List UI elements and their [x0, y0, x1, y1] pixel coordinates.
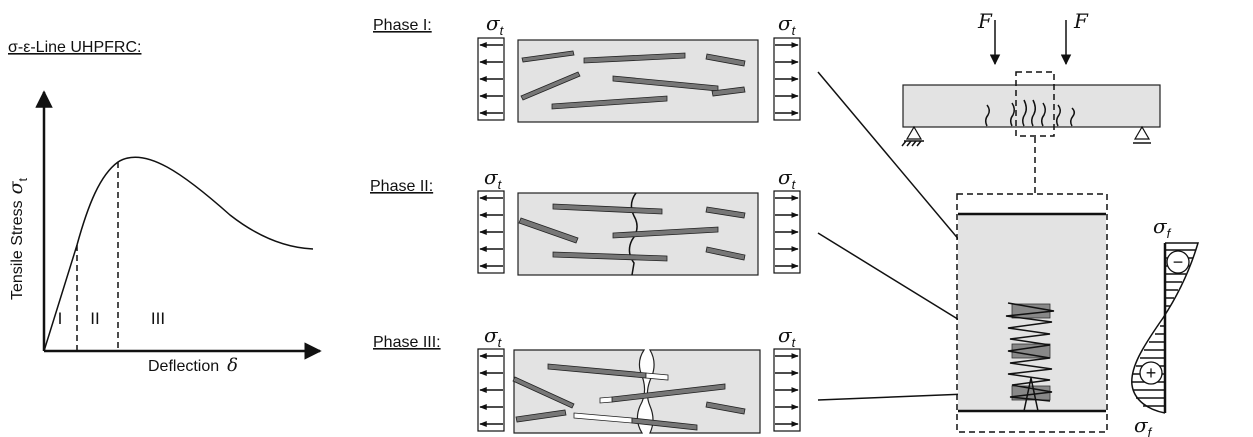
phase-1-stress-right: σt	[778, 11, 797, 38]
phase-1: Phase I: σt σt	[373, 11, 801, 123]
tension-sign: +	[1146, 363, 1157, 383]
phase-3-arrows-left	[479, 353, 503, 427]
support-left	[901, 125, 924, 147]
crack-tip	[1023, 377, 1039, 412]
load-f-right: F	[1073, 9, 1089, 33]
crack-zigzag	[1005, 302, 1055, 402]
stress-bottom-label: σf	[1134, 413, 1153, 437]
phase-3-stress-left: σt	[484, 323, 503, 350]
beam-cracks	[984, 99, 1076, 127]
phase-2-fibers	[518, 203, 746, 262]
phase-1-arrows-left	[479, 42, 503, 116]
stress-profile: σf σf − +	[1131, 214, 1200, 437]
load-f-left: F	[977, 9, 993, 33]
phase-1-stress-left: σt	[486, 11, 505, 38]
stress-deflection-graph: σ-ε-Line UHPFRC: I II III Tensile Stress…	[5, 39, 322, 376]
phase-2-label: Phase II:	[370, 178, 433, 195]
phase-1-label: Phase I:	[373, 17, 432, 34]
phase-3-stress-right: σt	[778, 323, 797, 350]
stress-top-label: σf	[1153, 214, 1172, 241]
compression-sign: −	[1173, 252, 1184, 272]
phase-2-stress-right: σt	[778, 165, 797, 192]
beam-test: F F	[901, 9, 1161, 194]
tension-sign-circle	[1139, 361, 1163, 385]
phase-1-arrows-right	[775, 42, 799, 116]
detail-box-beam	[1015, 71, 1055, 137]
phase-2-crack	[628, 192, 638, 276]
region-label-1: I	[58, 309, 63, 328]
phase-2-stress-left: σt	[484, 165, 503, 192]
crack-detail	[956, 193, 1108, 433]
graph-title: σ-ε-Line UHPFRC:	[8, 39, 141, 56]
phase-2: Phase II: σt σt	[370, 165, 801, 276]
region-label-2: II	[90, 309, 99, 328]
stress-curve	[43, 156, 314, 352]
phase-2-arrows-left	[479, 195, 503, 269]
compression-sign-circle	[1166, 250, 1190, 274]
phase-3-fibers	[512, 363, 746, 431]
phase-3: Phase III: σt σt	[373, 323, 801, 434]
stress-curve-profile	[1131, 242, 1200, 414]
y-axis-label: Tensile Stressσt	[5, 177, 30, 300]
support-right	[1133, 125, 1151, 144]
phase-3-label: Phase III:	[373, 334, 441, 351]
detail-box	[956, 193, 1108, 433]
phase-2-arrows-right	[775, 195, 799, 269]
phase-3-arrows-right	[775, 353, 799, 427]
detail-fiber-1	[1011, 303, 1051, 319]
region-label-3: III	[151, 309, 165, 328]
phase-1-fibers	[520, 50, 746, 110]
